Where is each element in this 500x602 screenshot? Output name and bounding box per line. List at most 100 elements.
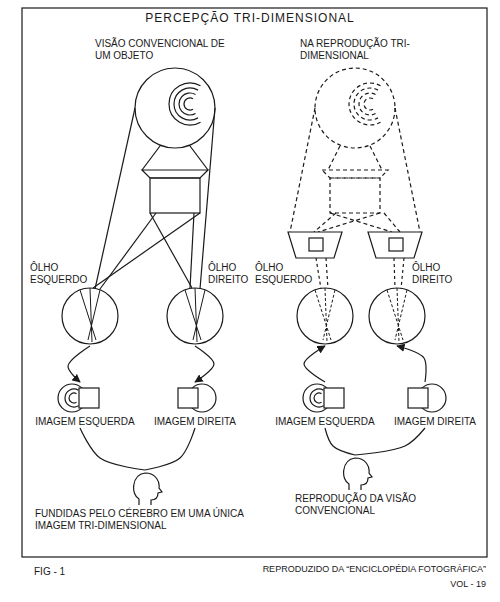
retinal-image — [310, 389, 324, 407]
eye-circle — [90, 288, 92, 342]
sight-lines-left — [95, 108, 135, 289]
stereo-viewer — [288, 232, 342, 258]
object-right — [330, 213, 392, 232]
transfer-arrow — [195, 346, 214, 382]
object-shading — [179, 93, 196, 115]
retinal-image: IMAGEM ESQUERDA — [268, 382, 382, 428]
object-shading — [184, 98, 193, 110]
fusion-line — [355, 428, 425, 455]
eye-circle — [193, 290, 205, 340]
caption-text: REPRODUÇÃO DA VISÃO CONVENCIONAL — [295, 493, 445, 517]
object-right — [395, 108, 420, 232]
retinal-image — [408, 388, 428, 408]
transfer-arrow — [68, 346, 90, 382]
viewer-sight-lines — [316, 258, 321, 289]
sight-lines-left — [142, 146, 160, 170]
transfer-arrow — [304, 346, 325, 382]
eye-circle: ÔLHO ESQUERDO — [255, 262, 365, 346]
viewer-head — [127, 470, 163, 506]
eye-circle — [315, 288, 335, 342]
retinal-image — [79, 388, 99, 408]
object-right — [384, 213, 400, 232]
fusion-line — [325, 428, 355, 455]
retinal-image — [324, 388, 344, 408]
viewer-sight-lines — [394, 258, 395, 289]
object-shading — [359, 93, 376, 115]
eye-circle — [167, 288, 223, 344]
figure-frame — [22, 8, 487, 557]
image-label: IMAGEM ESQUERDA — [268, 416, 382, 428]
figure-title: PERCEPÇÃO TRI-DIMENSIONAL — [0, 11, 500, 25]
eye-circle — [369, 288, 425, 344]
retinal-image: IMAGEM DIREITA — [383, 382, 487, 428]
column-heading: VISÃO CONVENCIONAL DE UM OBJETO — [95, 38, 225, 62]
eye-circle — [165, 286, 225, 346]
eye-circle — [80, 288, 100, 342]
eye-label: ÔLHO ESQUERDO — [30, 262, 90, 286]
retinal-image — [314, 393, 322, 403]
viewer-sight-lines — [326, 258, 328, 289]
image-label: IMAGEM ESQUERDA — [28, 416, 142, 428]
source-note: REPRODUZIDO DA “ENCICLOPÉDIA FOTOGRÁFICA… — [200, 563, 486, 575]
eye-circle — [387, 288, 407, 342]
fusion-line — [80, 428, 145, 470]
eye-circle — [325, 288, 327, 342]
retinal-image — [55, 382, 105, 414]
fusion-line — [145, 428, 195, 470]
stereo-viewer — [288, 232, 422, 258]
viewer-head — [344, 458, 372, 490]
caption-text: FUNDIDAS PELO CÉREBRO EM UMA ÚNICA IMAGE… — [35, 508, 250, 532]
object-right — [290, 108, 315, 232]
sight-lines-left — [142, 170, 208, 178]
object-right — [370, 146, 382, 170]
object-shading — [354, 88, 378, 120]
eye-circle — [185, 288, 205, 342]
stereo-viewer — [309, 238, 323, 251]
figure-number: FIG - 1 — [34, 566, 114, 578]
retinal-image: IMAGEM DIREITA — [143, 382, 247, 428]
retinal-image — [170, 382, 220, 414]
object-right — [328, 146, 340, 170]
stereo-viewer — [389, 238, 403, 251]
object-right — [318, 213, 380, 232]
eye-circle: ÔLHO DIREITO — [367, 262, 477, 346]
eye-circle — [397, 288, 399, 342]
image-label: IMAGEM DIREITA — [143, 416, 247, 428]
viewer-head — [337, 455, 373, 491]
viewer-head: REPRODUÇÃO DA VISÃO CONVENCIONAL — [295, 455, 445, 517]
viewer-sight-lines — [401, 258, 404, 289]
connectors — [68, 346, 426, 470]
transfer-arrow — [397, 346, 426, 382]
object-shading — [349, 83, 381, 125]
sight-lines-left — [150, 213, 192, 288]
retinal-image — [178, 388, 198, 408]
retinal-image — [300, 382, 350, 414]
eye-circle — [88, 290, 100, 340]
retinal-image — [408, 384, 446, 412]
object-shading — [349, 83, 381, 125]
sight-lines-left — [200, 108, 215, 289]
viewer-sight-lines — [316, 258, 404, 289]
retinal-image — [178, 384, 216, 412]
retinal-image — [303, 384, 344, 412]
retinal-image — [69, 393, 77, 403]
column-heading: NA REPRODUÇÃO TRI-DIMENSIONAL — [300, 38, 425, 62]
retinal-image — [65, 389, 79, 407]
object-right — [315, 68, 395, 148]
object-right — [290, 68, 420, 232]
sight-lines-left — [100, 213, 156, 289]
eye-circle — [62, 288, 118, 344]
illustration-lines — [22, 8, 487, 557]
object-right — [330, 178, 380, 213]
object-left — [135, 68, 215, 148]
stereo-viewer — [368, 232, 422, 258]
eye-circle: ÔLHO ESQUERDO — [30, 262, 140, 346]
eye-label: ÔLHO DIREITO — [412, 262, 472, 286]
object-shading — [169, 83, 201, 125]
sight-lines-left — [150, 178, 200, 213]
object-shading — [364, 98, 373, 110]
object-right — [314, 213, 336, 232]
eye-circle — [323, 290, 335, 340]
source-note: VOL - 19 — [380, 578, 486, 590]
